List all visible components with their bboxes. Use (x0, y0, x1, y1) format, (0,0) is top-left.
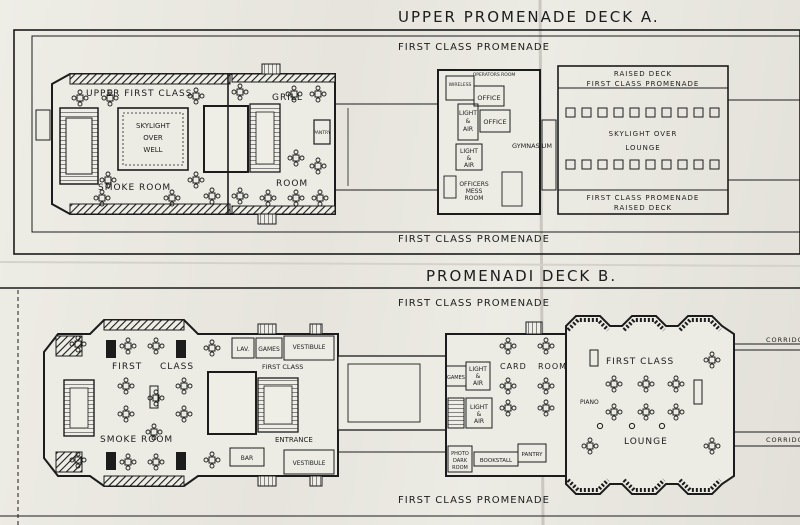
deck-b-games: GAMES (258, 346, 280, 353)
deck-b-lounge (565, 315, 735, 495)
deck-a-inner-frame (31, 35, 800, 233)
deck-b-casing (207, 371, 257, 435)
deck-a-skylight-lounge-2: LOUNGE (625, 144, 660, 152)
deck-b-light-air-2b: & (477, 411, 482, 418)
deck-a-light-air-2c: AIR (464, 162, 474, 169)
deck-a-fc-promenade-upper: FIRST CLASS PROMENADE (587, 80, 700, 88)
deck-a-light-air-2b: & (467, 155, 472, 162)
deck-b-card-room: ROOM (538, 362, 567, 371)
deck-a-fc-promenade-lower: FIRST CLASS PROMENADE (587, 194, 700, 202)
deck-b-entrance: ENTRANCE (275, 436, 313, 444)
deck-a-gymnasium: GYMNASIUM (512, 142, 552, 150)
deck-b-light-air-2a: LIGHT (470, 404, 488, 411)
deck-a-smoke-room-top: UPPER FIRST CLASS (86, 89, 193, 99)
deck-b-smoke-furniture (69, 335, 221, 471)
deck-a-raised-deck (557, 65, 729, 215)
deck-a-promenade-bottom: FIRST CLASS PROMENADE (398, 234, 550, 245)
deck-b-open-well (337, 355, 447, 431)
deck-b-vestibule-top: VESTIBULE (293, 344, 326, 351)
deck-a-officers-block (437, 69, 541, 215)
deck-a-raised-deck-top: RAISED DECK (614, 70, 672, 78)
deck-b: PROMENADI DECK B. FIRST CLASS PROMENADE … (0, 267, 800, 525)
deck-a-frame (13, 29, 800, 255)
deck-a-grill: GRILL (272, 93, 303, 103)
deck-a: UPPER PROMENADE DECK A. FIRST CLASS PROM… (13, 8, 800, 255)
deck-a-promenade-top: FIRST CLASS PROMENADE (398, 42, 550, 53)
deck-b-smoke-room-house (43, 319, 339, 487)
deck-a-pantry: PANTRY (313, 130, 330, 136)
deck-b-lounge-first-class: FIRST CLASS (606, 357, 674, 367)
deck-a-skylight-lounge-1: SKYLIGHT OVER (609, 130, 678, 138)
deck-b-smoke-class: CLASS (160, 362, 194, 372)
deck-a-light-air-1a: LIGHT (459, 110, 477, 117)
deck-b-lav: LAV. (237, 346, 250, 353)
deck-b-lounge-label: LOUNGE (624, 437, 668, 447)
deck-b-promenade-bottom: FIRST CLASS PROMENADE (398, 495, 550, 506)
deck-a-casing (203, 105, 249, 173)
deck-a-office-2: OFFICE (483, 118, 506, 126)
deck-a-light-air-1b: & (466, 118, 471, 125)
deck-b-games-small: GAMES (447, 375, 465, 381)
deck-b-light-air-2c: AIR (474, 418, 484, 425)
deck-a-grill-room: ROOM (276, 179, 308, 189)
deck-b-card: CARD (500, 362, 527, 371)
deck-a-skylight-l2: OVER (143, 134, 163, 142)
deck-a-skylight-panels (565, 107, 720, 170)
deck-a-light-air-1c: AIR (463, 126, 473, 133)
deck-b-corridor-top: CORRIDO (766, 336, 800, 344)
deck-b-photo-2: DARK (453, 458, 468, 464)
deck-a-officers-2: MESS (466, 188, 483, 195)
deck-b-light-air-1c: AIR (473, 380, 483, 387)
deck-a-officers-3: ROOM (465, 195, 484, 202)
deck-a-office-1: OFFICE (477, 94, 500, 102)
deck-a-skylight-l1: SKYLIGHT (136, 122, 171, 130)
deck-a-smoke-room-bottom: SMOKE ROOM (98, 183, 171, 193)
deck-b-promenade-top: FIRST CLASS PROMENADE (398, 298, 550, 309)
deck-a-skylight-l3: WELL (143, 146, 162, 154)
deck-b-corridor-bottom: CORRIDO (766, 436, 800, 444)
deck-b-vestibule-bottom: VESTIBULE (293, 460, 326, 467)
deck-a-wireless-2: OPERATORS ROOM (473, 72, 516, 78)
deck-b-smoke-room: SMOKE ROOM (100, 435, 173, 445)
deck-a-skylight (117, 107, 189, 171)
deck-a-title: UPPER PROMENADE DECK A. (398, 8, 660, 26)
deck-b-bar: BAR (241, 455, 253, 462)
deck-b-first-class-small: FIRST CLASS (262, 363, 303, 371)
deck-b-light-air-1a: LIGHT (469, 366, 487, 373)
deck-b-piano: PIANO (580, 399, 599, 406)
deck-a-light-air-2a: LIGHT (460, 148, 478, 155)
deck-a-wireless-1: WIRELESS (449, 82, 472, 88)
deck-b-title: PROMENADI DECK B. (426, 267, 617, 285)
deck-a-raised-deck-bottom: RAISED DECK (614, 204, 672, 212)
deck-a-officers-1: OFFICERS (459, 181, 489, 188)
deck-b-pantry: PANTRY (521, 452, 543, 458)
deck-b-photo-1: PHOTO (451, 451, 469, 457)
deck-b-light-air-1b: & (476, 373, 481, 380)
deck-b-photo-3: ROOM (452, 465, 468, 471)
deck-b-bookstall: BOOKSTALL (480, 458, 513, 464)
deck-b-smoke-first: FIRST (112, 362, 142, 372)
